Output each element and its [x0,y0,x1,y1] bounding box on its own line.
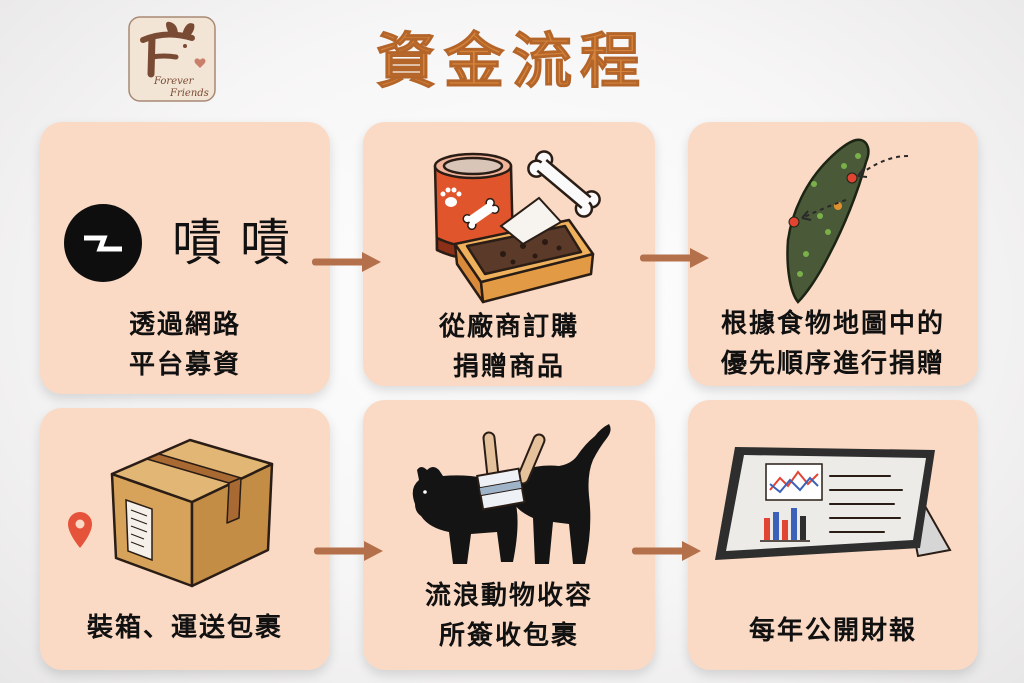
logo-text-line2: Friends [169,88,209,99]
bunny-ear-right-icon [182,23,195,38]
step-caption: 從廠商訂購 捐贈商品 [363,307,655,387]
flow-arrow-right-icon [312,252,381,272]
taiwan-island-shape [786,138,870,304]
caption-line-2: 所簽收包裹 [438,621,579,651]
shipping-label [125,498,153,562]
zeczec-logo-icon [64,204,142,282]
caption-line-1: 流浪動物收容 [424,581,593,611]
caption-line-2: 平台募資 [128,350,241,380]
line-chart-panel [765,463,823,501]
zeczec-brand-name: 嘖嘖 [172,214,308,272]
bunny-ear-left-icon [166,21,178,36]
flow-arrow-right-icon [314,541,383,561]
bone-icon [527,150,601,218]
packing-tape [146,453,242,524]
caption-line-1: 透過網路 [128,310,241,340]
bar-chart-panel [760,508,810,542]
taiwan-food-map-illustration [786,138,909,304]
location-pin-icon [68,512,92,548]
animals-receiving-package-illustration [412,424,611,564]
step-caption: 根據食物地圖中的 優先順序進行捐贈 [688,304,978,384]
logo-text-line1: Forever [153,76,195,87]
can-lid-inner [442,156,504,176]
flow-arrow-right-icon [632,541,701,561]
step-caption: 裝箱、運送包裹 [40,608,330,648]
caption-line-1: 裝箱、運送包裹 [86,613,283,643]
holding-arms [482,431,546,485]
dog-eye-icon [423,490,427,494]
report-text-lines [829,475,903,533]
step-card-pack-and-ship: 裝箱、運送包裹 [40,408,330,670]
map-green-dots [797,153,861,277]
step-card-order-goods: 從廠商訂購 捐贈商品 [363,122,655,386]
caption-line-1: 從廠商訂購 [438,312,579,342]
route-arrowhead-icon [801,210,812,221]
tablet-screen [726,455,926,551]
package-icon [476,467,526,511]
bunny-eye-icon [183,44,187,48]
step-card-donate-by-priority: 根據食物地圖中的 優先順序進行捐贈 [688,122,978,386]
heart-icon [194,58,206,68]
flow-arrow-right-icon [640,248,709,268]
route-arrowhead-icon [857,167,868,178]
paper-lid [499,196,563,246]
bone-on-can-icon [462,197,500,231]
paw-print-icon [440,187,462,207]
delivery-route-dashes [801,155,909,219]
caption-line-2: 優先順序進行捐贈 [720,349,945,379]
caption-line-2: 捐贈商品 [452,352,565,382]
pet-food-and-bone-illustration [433,150,601,304]
black-cat-silhouette [508,424,611,564]
zeczec-logo-mark [84,235,122,252]
cardboard-box-illustration [68,438,274,588]
step-card-annual-report: 每年公開財報 [688,400,978,670]
map-priority-dot-red [788,216,800,228]
caption-line-1: 根據食物地圖中的 [720,309,945,339]
caption-line-1: 每年公開財報 [748,616,917,646]
step-caption: 每年公開財報 [688,611,978,651]
step-caption: 透過網路 平台募資 [40,305,330,385]
step-card-crowdfunding: 嘖嘖 透過網路 平台募資 [40,122,330,394]
financial-report-tablet-illustration [715,447,952,560]
forever-friends-logo: Forever Friends [128,16,216,102]
page-title: 資金流程 [376,27,648,98]
step-card-shelter-receives: 流浪動物收容 所簽收包裹 [363,400,655,670]
map-priority-dot-red [846,172,858,184]
step-caption: 流浪動物收容 所簽收包裹 [363,576,655,656]
kibble-dots [500,239,562,265]
